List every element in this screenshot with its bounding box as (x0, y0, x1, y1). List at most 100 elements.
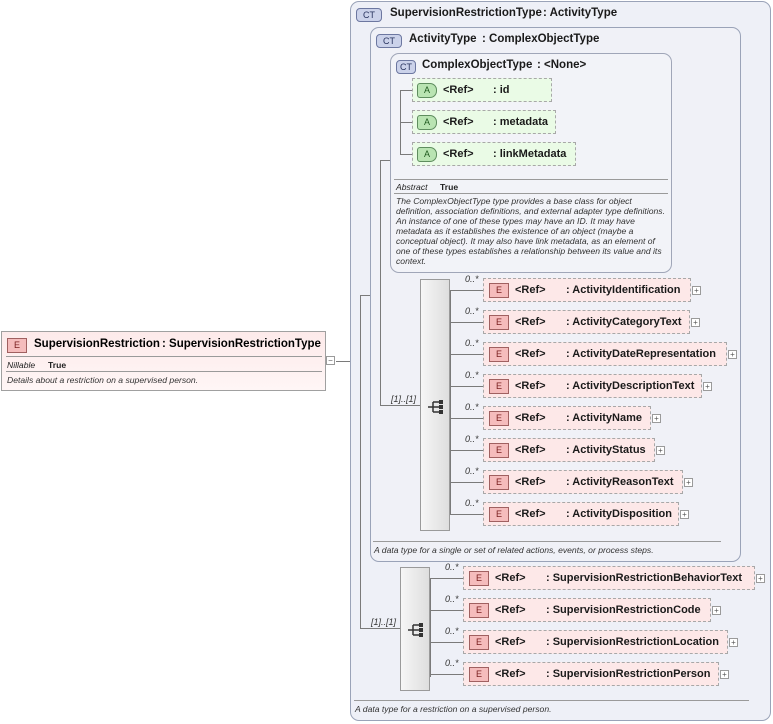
child-element[interactable]: E <Ref> : ActivityStatus (483, 438, 655, 462)
child-element[interactable]: E <Ref> : ActivityReasonText (483, 470, 683, 494)
connector-line (360, 295, 361, 628)
attribute-metadata[interactable]: A <Ref> : metadata (412, 110, 556, 134)
element-name: : SupervisionRestrictionPerson (546, 668, 711, 680)
connector-line (450, 418, 483, 419)
element-multiplicity: 0..* (465, 338, 479, 348)
connector-line (450, 290, 451, 515)
attribute-ref: <Ref> (443, 148, 474, 160)
element-name: : ActivityStatus (566, 444, 646, 456)
connector-line (380, 160, 381, 405)
element-multiplicity: 0..* (445, 594, 459, 604)
child-element[interactable]: E <Ref> : ActivityCategoryText (483, 310, 690, 334)
expand-toggle[interactable]: + (692, 286, 701, 295)
attribute-badge: A (417, 115, 437, 130)
attribute-link-metadata[interactable]: A <Ref> : linkMetadata (412, 142, 576, 166)
element-ref: <Ref> (495, 668, 526, 680)
child-element[interactable]: E <Ref> : SupervisionRestrictionBehavior… (463, 566, 755, 590)
attribute-id[interactable]: A <Ref> : id (412, 78, 552, 102)
connector-line (430, 674, 463, 675)
element-badge: E (489, 411, 509, 426)
element-multiplicity: 0..* (465, 434, 479, 444)
connector-line (450, 386, 483, 387)
expand-toggle[interactable]: + (728, 350, 737, 359)
separator (6, 371, 322, 372)
element-ref: <Ref> (515, 348, 546, 360)
element-multiplicity: 0..* (445, 626, 459, 636)
element-name: : SupervisionRestrictionCode (546, 604, 701, 616)
element-name: : SupervisionRestrictionLocation (546, 636, 719, 648)
connector-line (450, 290, 483, 291)
element-multiplicity: 0..* (465, 306, 479, 316)
outer-type-title: SupervisionRestrictionType (390, 7, 542, 19)
element-badge: E (489, 315, 509, 330)
connector-line (360, 628, 400, 629)
complex-type-badge: CT (356, 8, 382, 22)
child-element[interactable]: E <Ref> : ActivityName (483, 406, 651, 430)
root-element-name: SupervisionRestriction (34, 338, 160, 350)
connector-line (336, 361, 350, 362)
element-multiplicity: 0..* (465, 402, 479, 412)
child-element[interactable]: E <Ref> : SupervisionRestrictionPerson (463, 662, 719, 686)
child-element[interactable]: E <Ref> : SupervisionRestrictionLocation (463, 630, 728, 654)
element-ref: <Ref> (515, 380, 546, 392)
outer-type-base: : ActivityType (543, 7, 618, 19)
connector-line (450, 322, 483, 323)
expand-toggle[interactable]: + (691, 318, 700, 327)
element-multiplicity: 0..* (465, 370, 479, 380)
expand-toggle[interactable]: + (656, 446, 665, 455)
element-name: : SupervisionRestrictionBehaviorText (546, 572, 743, 584)
element-ref: <Ref> (495, 636, 526, 648)
child-element[interactable]: E <Ref> : ActivityDisposition (483, 502, 679, 526)
sequence-compositor[interactable] (420, 279, 450, 531)
attribute-badge: A (417, 83, 437, 98)
element-badge: E (489, 443, 509, 458)
expand-toggle[interactable]: + (652, 414, 661, 423)
connector-line (400, 90, 412, 91)
element-badge: E (489, 283, 509, 298)
child-element[interactable]: E <Ref> : ActivityDescriptionText (483, 374, 702, 398)
connector-line (380, 160, 390, 161)
outer-type-doc: A data type for a restriction on a super… (355, 704, 552, 714)
expand-toggle[interactable]: + (684, 478, 693, 487)
complex-type-badge: CT (396, 60, 416, 74)
connector-line (450, 450, 483, 451)
expand-toggle[interactable]: + (703, 382, 712, 391)
attribute-badge: A (417, 147, 437, 162)
expand-toggle[interactable]: + (720, 670, 729, 679)
element-multiplicity: 0..* (445, 562, 459, 572)
sequence-icon (428, 400, 444, 414)
element-ref: <Ref> (515, 316, 546, 328)
element-name: : ActivityDateRepresentation (566, 348, 716, 360)
expand-toggle[interactable]: + (680, 510, 689, 519)
middle-type-doc: A data type for a single or set of relat… (374, 545, 654, 555)
abstract-label: Abstract (396, 182, 428, 192)
connector-line (430, 578, 463, 579)
child-element[interactable]: E <Ref> : ActivityDateRepresentation (483, 342, 727, 366)
child-element[interactable]: E <Ref> : SupervisionRestrictionCode (463, 598, 711, 622)
expand-toggle[interactable]: + (712, 606, 721, 615)
element-name: : ActivityCategoryText (566, 316, 682, 328)
separator (354, 700, 749, 701)
root-element-type: : SupervisionRestrictionType (162, 338, 321, 350)
element-ref: <Ref> (495, 604, 526, 616)
element-multiplicity: 0..* (465, 498, 479, 508)
element-badge: E (469, 667, 489, 682)
element-ref: <Ref> (515, 412, 546, 424)
expand-toggle[interactable]: + (729, 638, 738, 647)
nillable-value: True (48, 360, 67, 370)
connector-line (450, 482, 483, 483)
element-badge: E (489, 347, 509, 362)
root-element-doc: Details about a restriction on a supervi… (7, 375, 199, 385)
attribute-ref: <Ref> (443, 116, 474, 128)
connector-line (380, 405, 420, 406)
element-name: : ActivityReasonText (566, 476, 674, 488)
connector-line (430, 610, 463, 611)
root-element-box[interactable]: E SupervisionRestriction : SupervisionRe… (1, 331, 326, 391)
element-name: : ActivityIdentification (566, 284, 681, 296)
expand-toggle[interactable]: + (756, 574, 765, 583)
element-badge: E (489, 475, 509, 490)
collapse-toggle[interactable]: − (326, 356, 335, 365)
connector-line (430, 579, 431, 677)
child-element[interactable]: E <Ref> : ActivityIdentification (483, 278, 691, 302)
sequence-compositor[interactable] (400, 567, 430, 691)
